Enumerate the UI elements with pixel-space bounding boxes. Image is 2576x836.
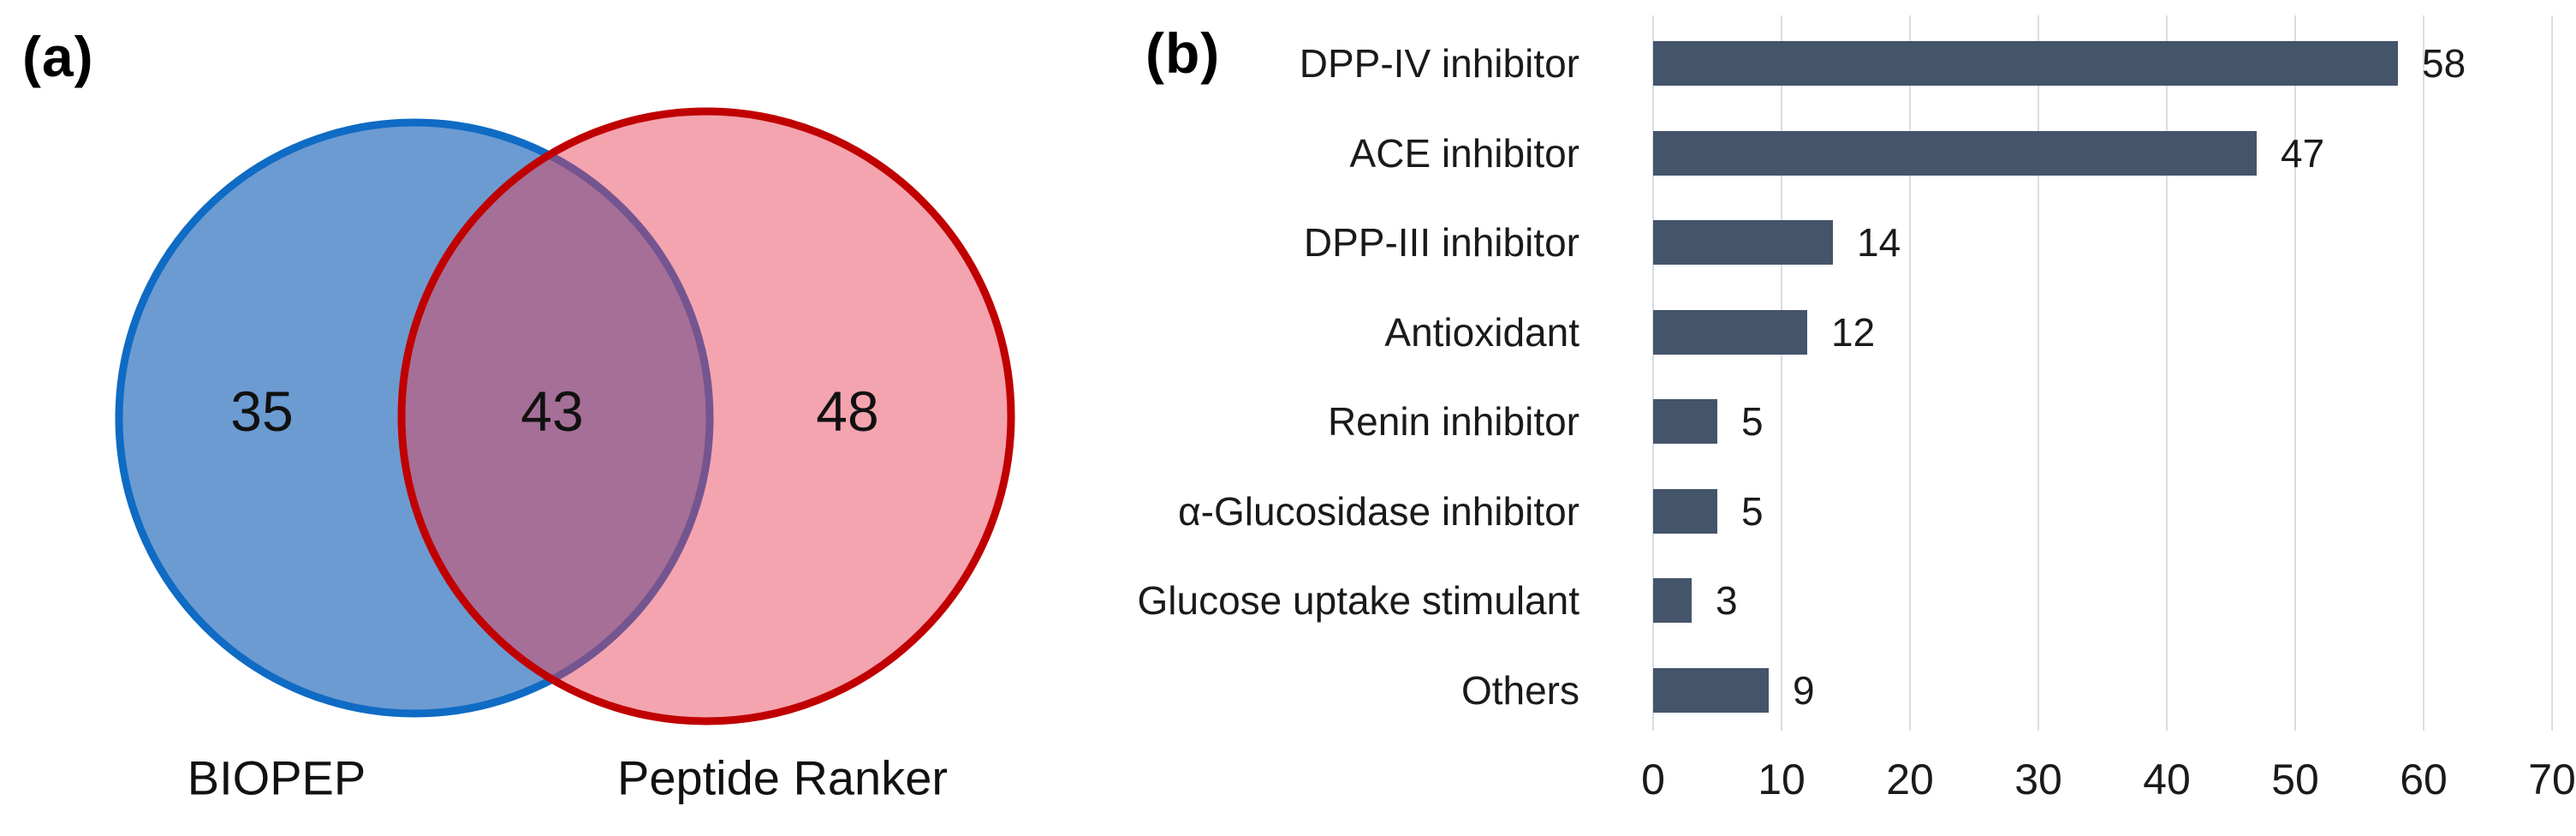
gridline [2551,15,2553,731]
x-tick-label: 0 [1641,755,1665,803]
x-tick-label: 10 [1758,755,1806,803]
category-label: α-Glucosidase inhibitor [1178,488,1580,534]
value-label: 9 [1793,667,1815,713]
category-label: DPP-IV inhibitor [1299,41,1580,86]
x-tick-label: 40 [2143,755,2191,803]
gridline [2294,15,2296,731]
venn-right-count: 48 [816,379,878,443]
gridline [2038,15,2039,731]
bar [1653,309,1807,355]
venn-right-circle [397,107,1015,726]
venn-left-set-label: BIOPEP [187,751,366,805]
panel-b-label: (b) [1145,21,1221,85]
category-label: Others [1461,667,1580,713]
value-label: 14 [1857,220,1901,265]
bar [1653,41,2398,86]
x-tick-label: 50 [2271,755,2319,803]
venn-overlap-count: 43 [521,379,583,443]
venn-right-set-label: Peptide Ranker [617,751,948,805]
bar [1653,399,1717,444]
bar [1653,220,1833,265]
value-label: 58 [2422,41,2466,86]
category-label: Glucose uptake stimulant [1137,578,1580,623]
gridline [1909,15,1911,731]
value-label: 5 [1741,488,1764,534]
value-label: 12 [1831,309,1876,355]
value-label: 47 [2281,130,2325,176]
gridline [2166,15,2168,731]
bar [1653,667,1769,713]
panel-a-label: (a) [22,25,94,88]
category-label: DPP-III inhibitor [1303,220,1580,265]
x-tick-label: 20 [1886,755,1934,803]
x-tick-label: 30 [2014,755,2062,803]
gridline [1652,15,1654,731]
gridline [2423,15,2424,731]
value-label: 5 [1741,399,1764,444]
venn-diagram: 35 43 48 BIOPEP Peptide Ranker [115,107,1015,805]
bar [1653,130,2257,176]
gridline [1781,15,1782,731]
bar [1653,578,1692,623]
venn-left-circle [115,118,714,718]
x-tick-label: 70 [2528,755,2576,803]
category-label: Renin inhibitor [1327,399,1580,444]
venn-left-count: 35 [230,379,293,443]
category-label: ACE inhibitor [1349,130,1580,176]
x-tick-label: 60 [2400,755,2448,803]
value-label: 3 [1716,578,1738,623]
bar [1653,488,1717,534]
category-label: Antioxidant [1384,309,1580,355]
